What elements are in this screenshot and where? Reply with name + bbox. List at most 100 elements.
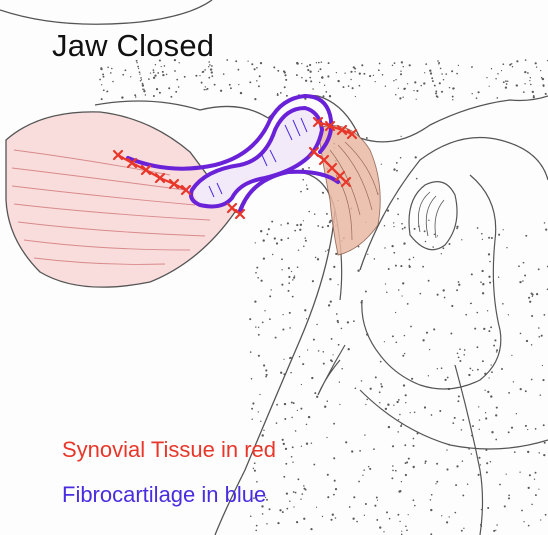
stipple-dot xyxy=(374,258,376,260)
stipple-dot xyxy=(286,95,288,97)
stipple-dot xyxy=(370,388,372,390)
stipple-dot xyxy=(316,396,318,398)
stipple-dot xyxy=(262,322,264,324)
stipple-dot xyxy=(259,394,260,395)
stipple-dot xyxy=(431,494,433,496)
stipple-dot xyxy=(306,65,308,67)
stipple-dot xyxy=(301,63,302,64)
stipple-dot xyxy=(307,69,309,71)
stipple-dot xyxy=(251,63,253,65)
stipple-dot xyxy=(490,395,492,397)
stipple-dot xyxy=(389,518,391,520)
stipple-dot xyxy=(523,262,525,264)
stipple-dot xyxy=(508,431,510,433)
stipple-dot xyxy=(153,69,155,71)
stipple-dot xyxy=(281,258,283,260)
stipple-dot xyxy=(471,66,473,68)
stipple-dot xyxy=(409,258,411,260)
stipple-dot xyxy=(407,303,409,305)
stipple-dot xyxy=(524,275,526,277)
stipple-dot xyxy=(538,489,539,490)
stipple-dot xyxy=(385,283,386,284)
stipple-dot xyxy=(289,501,290,502)
stipple-dot xyxy=(379,63,381,65)
stipple-dot xyxy=(527,72,529,74)
stipple-dot xyxy=(376,519,378,521)
stipple-dot xyxy=(211,65,213,67)
stipple-dot xyxy=(301,77,303,79)
stipple-dot xyxy=(348,348,350,350)
stipple-dot xyxy=(204,89,206,91)
stipple-dot xyxy=(366,137,368,139)
stipple-dot xyxy=(400,136,401,137)
stipple-dot xyxy=(356,521,358,523)
stipple-dot xyxy=(266,374,268,376)
stipple-dot xyxy=(271,289,272,290)
stipple-dot xyxy=(306,443,308,445)
stipple-dot xyxy=(524,83,525,84)
stipple-dot xyxy=(329,95,331,97)
stipple-dot xyxy=(317,258,319,260)
stipple-dot xyxy=(289,312,291,314)
stipple-dot xyxy=(410,326,412,328)
stipple-dot xyxy=(353,66,355,68)
stipple-dot xyxy=(470,303,471,304)
stipple-dot xyxy=(496,407,498,409)
stipple-dot xyxy=(399,97,401,99)
stipple-dot xyxy=(220,90,222,92)
stipple-dot xyxy=(260,230,262,232)
stipple-dot xyxy=(404,444,406,446)
skull-contour xyxy=(0,0,212,24)
stipple-dot xyxy=(254,470,256,472)
stipple-dot xyxy=(508,497,510,499)
stipple-dot xyxy=(168,87,170,89)
stipple-dot xyxy=(269,318,271,320)
stipple-dot xyxy=(211,71,213,73)
stipple-dot xyxy=(408,458,410,460)
stipple-dot xyxy=(288,276,290,278)
stipple-dot xyxy=(462,460,464,462)
stipple-dot xyxy=(258,334,260,336)
stipple-dot xyxy=(292,296,294,298)
stipple-dot xyxy=(333,354,334,355)
stipple-dot xyxy=(395,79,396,80)
stipple-dot xyxy=(440,68,442,70)
stipple-dot xyxy=(327,75,329,77)
stipple-dot xyxy=(529,301,531,303)
stipple-dot xyxy=(305,240,307,242)
stipple-dot xyxy=(458,357,460,359)
stipple-dot xyxy=(512,66,513,67)
stipple-dot xyxy=(292,279,294,281)
stipple-dot xyxy=(295,430,297,432)
stipple-dot xyxy=(441,367,443,369)
stipple-dot xyxy=(143,90,145,92)
stipple-dot xyxy=(284,74,286,76)
stipple-dot xyxy=(336,72,337,73)
stipple-dot xyxy=(478,457,480,459)
stipple-dot xyxy=(357,270,359,272)
stipple-dot xyxy=(524,71,526,73)
stipple-dot xyxy=(472,370,473,371)
stipple-dot xyxy=(287,222,289,224)
stipple-dot xyxy=(461,429,463,431)
stipple-dot xyxy=(441,91,443,93)
stipple-dot xyxy=(317,225,319,227)
stipple-dot xyxy=(504,505,506,507)
stipple-dot xyxy=(432,246,434,248)
stipple-dot xyxy=(482,292,484,294)
stipple-dot xyxy=(325,91,327,93)
stipple-dot xyxy=(462,494,464,496)
stipple-dot xyxy=(284,71,286,73)
stipple-dot xyxy=(520,333,522,335)
stipple-dot xyxy=(280,239,282,241)
stipple-dot xyxy=(359,72,361,74)
stipple-dot xyxy=(437,294,439,296)
stipple-dot xyxy=(281,269,282,270)
stipple-dot xyxy=(403,88,405,90)
stipple-dot xyxy=(410,412,411,413)
stipple-dot xyxy=(456,228,458,230)
stipple-dot xyxy=(400,157,402,159)
stipple-dot xyxy=(324,406,326,408)
stipple-dot xyxy=(311,377,313,379)
stipple-dot xyxy=(300,191,302,193)
